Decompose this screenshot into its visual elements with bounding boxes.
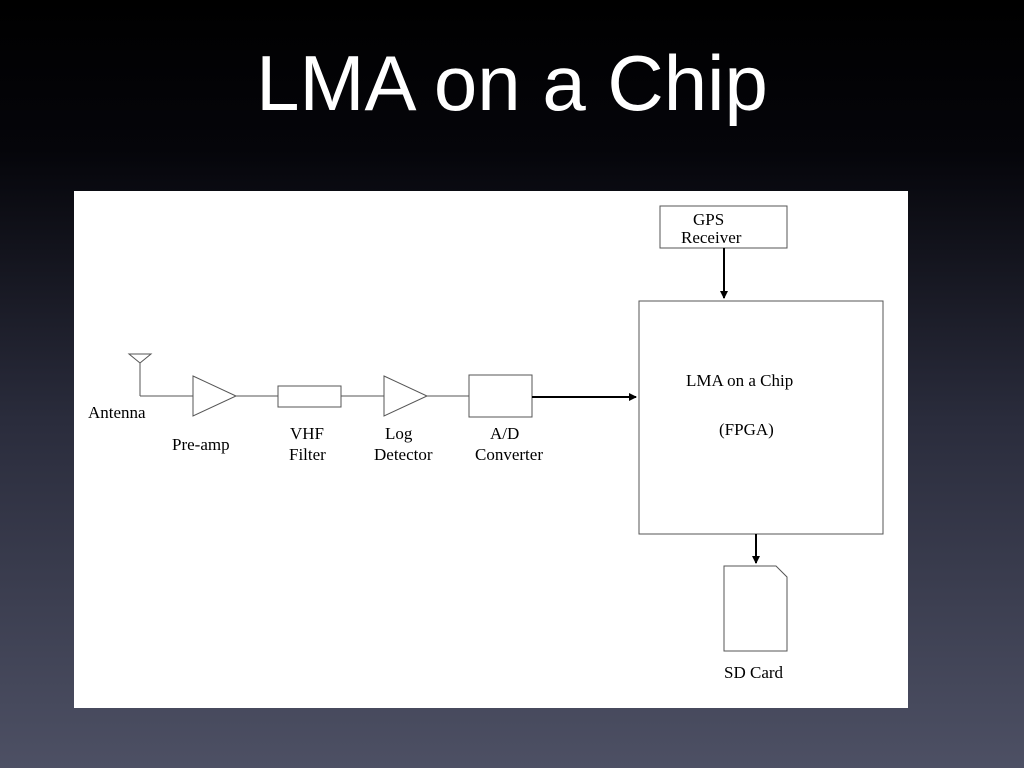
ad-converter-label-line1: A/D (490, 424, 519, 443)
sd-card-label: SD Card (724, 663, 784, 682)
fpga-box (638, 300, 884, 535)
block-diagram-svg: GPS Receiver LMA on a Chip (FPGA) Antenn… (88, 205, 884, 682)
ad-converter-label-line2: Converter (475, 445, 543, 464)
slide-title: LMA on a Chip (256, 39, 768, 127)
antenna-label: Antenna (88, 403, 146, 422)
fpga-label-line2: (FPGA) (719, 420, 774, 439)
gps-receiver-label-line1: GPS (693, 210, 724, 229)
preamp-label: Pre-amp (172, 435, 230, 454)
gps-receiver-label-line2: Receiver (681, 228, 742, 247)
vhf-filter-label-line1: VHF (290, 424, 324, 443)
fpga-label-line1: LMA on a Chip (686, 371, 793, 390)
block-diagram: GPS Receiver LMA on a Chip (FPGA) Antenn… (74, 191, 908, 708)
antenna-icon (127, 353, 153, 396)
log-detector-label-line2: Detector (374, 445, 433, 464)
vhf-filter-label-line2: Filter (289, 445, 326, 464)
preamp-amplifier-symbol (192, 375, 238, 417)
vhf-filter-box (277, 385, 342, 408)
sd-card-icon (723, 565, 788, 652)
log-detector-amplifier-symbol (383, 375, 429, 417)
ad-converter-box (468, 374, 533, 418)
log-detector-label-line1: Log (385, 424, 413, 443)
gps-receiver-box (659, 205, 788, 249)
gps-receiver-block: GPS Receiver (659, 205, 788, 249)
fpga-block: LMA on a Chip (FPGA) (638, 300, 884, 535)
